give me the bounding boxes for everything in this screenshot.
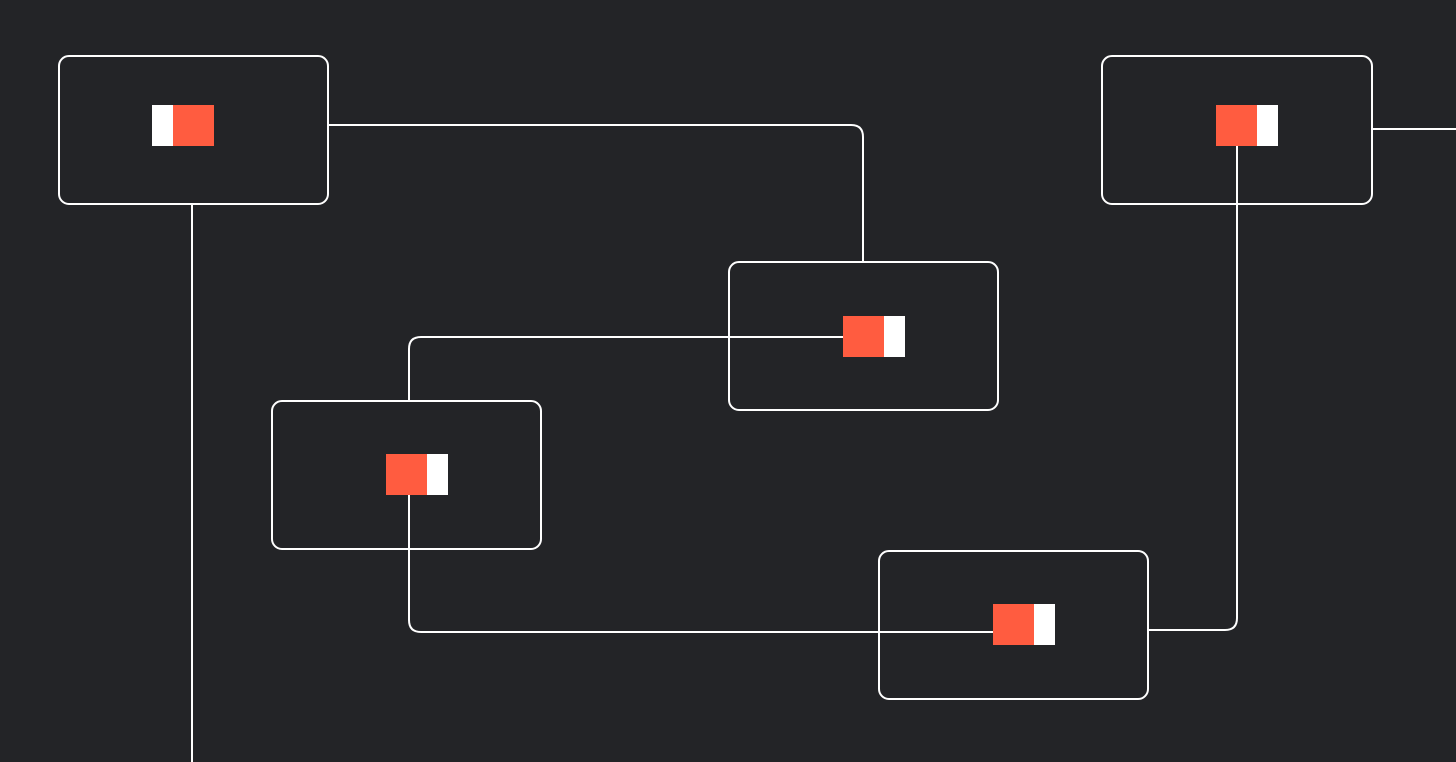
- node-5-toggle-accent: [993, 604, 1034, 645]
- connector-node4-to-node5: [408, 495, 993, 633]
- node-1-toggle[interactable]: [152, 105, 214, 146]
- overlay-connectors: [408, 146, 1238, 633]
- node-4-toggle-light: [427, 454, 448, 495]
- node-3-toggle-light: [884, 316, 905, 357]
- connector-node1-to-node3: [214, 124, 864, 262]
- toggle-connector-tails: [408, 146, 1238, 549]
- node-5-toggle-light: [1034, 604, 1055, 645]
- connector-node3-to-node4: [408, 336, 843, 401]
- node-2-toggle[interactable]: [1216, 105, 1278, 146]
- node-4-toggle[interactable]: [386, 454, 448, 495]
- node-2-toggle-accent: [1216, 105, 1257, 146]
- node-4-toggle-accent: [386, 454, 427, 495]
- node-1-toggle-light: [152, 105, 173, 146]
- node-3-toggle[interactable]: [843, 316, 905, 357]
- toggles: [152, 105, 1278, 645]
- connector-node5-to-node2: [1148, 146, 1238, 631]
- node-5-toggle[interactable]: [993, 604, 1055, 645]
- node-2-toggle-light: [1257, 105, 1278, 146]
- node-1-toggle-accent: [173, 105, 214, 146]
- node-3-toggle-accent: [843, 316, 884, 357]
- connectors: [191, 124, 1456, 762]
